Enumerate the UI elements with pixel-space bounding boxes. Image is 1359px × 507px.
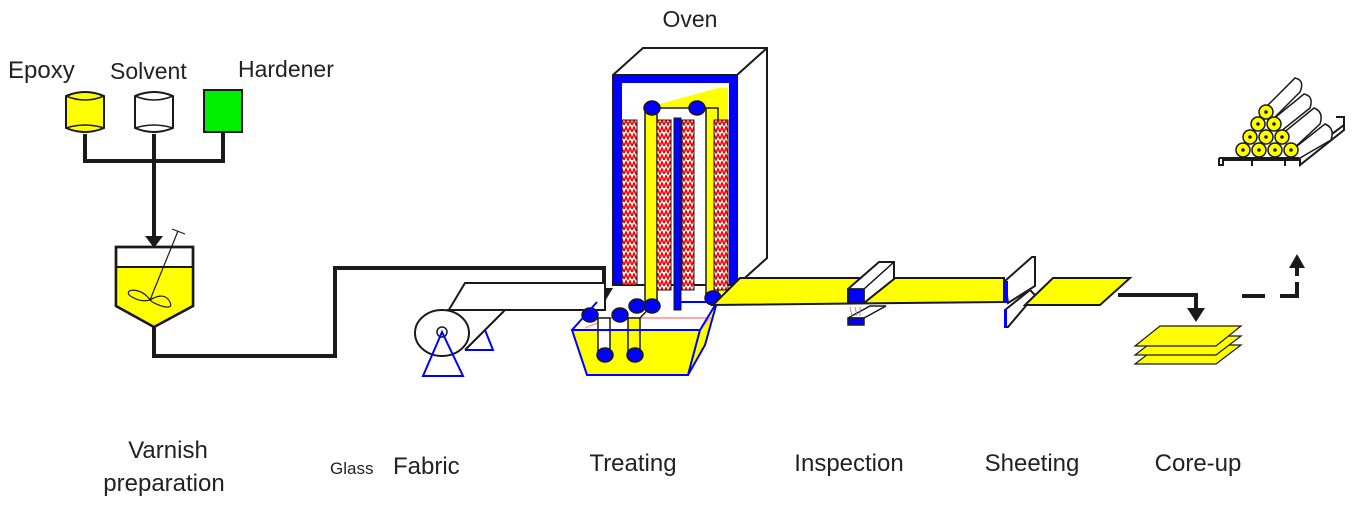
oven-frame-left xyxy=(614,76,622,284)
stage-label-glass-prefix: Glass xyxy=(330,459,373,478)
treating-bath xyxy=(570,298,719,376)
stage-label-fabric: Fabric xyxy=(393,453,460,480)
varnish-mixing-tank xyxy=(114,228,195,329)
sheeting-to-coreup-arrow xyxy=(1118,293,1198,310)
hardener-label: Hardener xyxy=(238,56,334,82)
roller-icon xyxy=(581,307,599,323)
cut-sheet xyxy=(1022,277,1133,306)
stage-label-sheeting: Sheeting xyxy=(985,450,1080,477)
ingredient-feed-pipes xyxy=(83,132,225,240)
glass-fabric-roll xyxy=(414,282,606,377)
heater-panel xyxy=(656,119,672,291)
epoxy-drum-icon xyxy=(65,91,105,133)
arrow-down-icon xyxy=(1187,308,1205,322)
heater-panel xyxy=(681,119,695,291)
stage-label-varnish-line2: preparation xyxy=(103,470,224,497)
varnish-feed-pipe xyxy=(152,266,606,358)
arrow-down-icon xyxy=(145,236,163,248)
rolls-storage-icon xyxy=(1218,77,1345,168)
roller-icon xyxy=(611,307,629,323)
roller-icon xyxy=(628,298,646,314)
heater-panel xyxy=(621,119,638,286)
solvent-label: Solvent xyxy=(110,58,187,84)
oven-frame-center xyxy=(673,117,682,311)
roller-icon xyxy=(626,347,644,363)
heater-panel xyxy=(713,119,729,291)
stirrer-blade-icon xyxy=(127,289,172,308)
arrow-up-icon xyxy=(1289,254,1305,268)
stage-label-inspection: Inspection xyxy=(794,450,903,477)
stage-label-treating: Treating xyxy=(589,450,676,477)
oven-frame-right xyxy=(729,76,737,284)
stage-label-varnish-line1: Varnish xyxy=(128,437,208,464)
stirrer-shaft xyxy=(149,230,179,301)
stage-label-coreup: Core-up xyxy=(1155,450,1242,477)
oven-frame-top xyxy=(614,76,736,83)
sheeting-cutter-icon xyxy=(1003,256,1037,328)
hardener-box-icon xyxy=(203,89,243,133)
inspection-sensor-icon xyxy=(847,261,895,326)
roller-icon xyxy=(688,100,706,116)
roll-stand-icon xyxy=(421,329,465,377)
stacked-sheets-icon xyxy=(1133,325,1243,365)
oven xyxy=(612,47,768,311)
epoxy-label: Epoxy xyxy=(8,57,75,84)
solvent-drum-icon xyxy=(134,91,174,133)
roller-icon xyxy=(596,347,614,363)
roller-icon xyxy=(643,298,661,314)
roller-icon xyxy=(643,100,661,116)
coreup-to-storage-dashed-arrow xyxy=(1242,268,1299,298)
oven-label: Oven xyxy=(663,6,718,32)
